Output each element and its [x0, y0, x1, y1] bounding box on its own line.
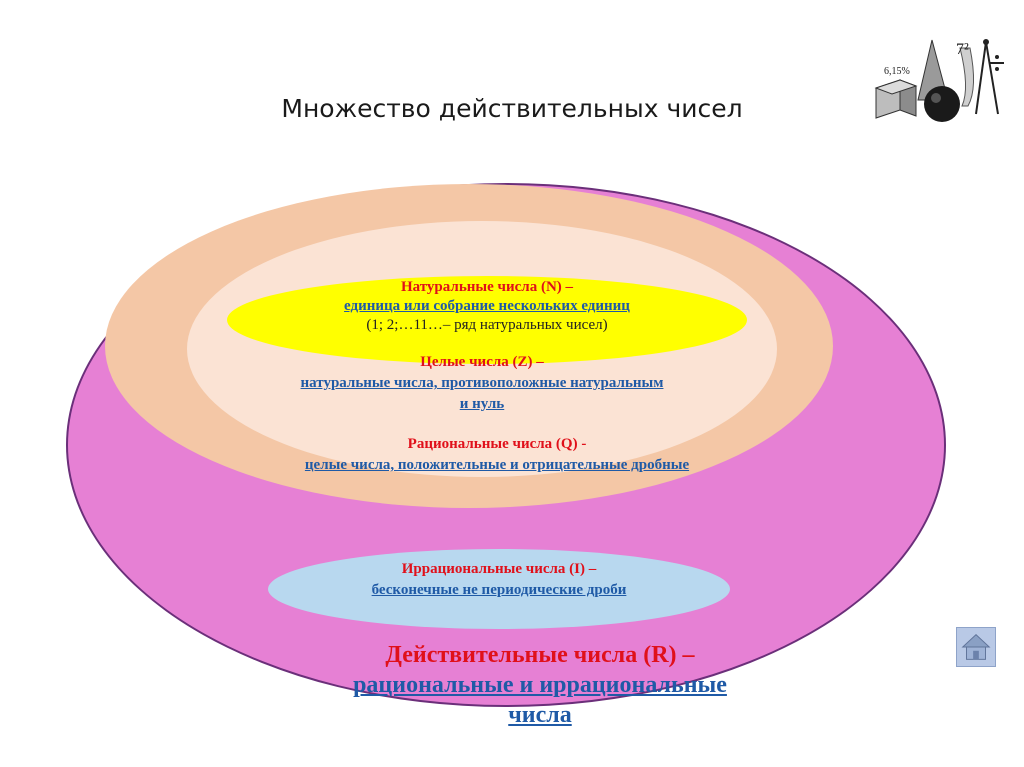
logo-percent-text: 6,15% — [884, 66, 910, 77]
real-definition-link-line1[interactable]: рациональные и иррациональные — [353, 672, 727, 698]
rational-numbers-label: Рациональные числа (Q) - целые числа, по… — [187, 434, 807, 476]
home-icon — [961, 634, 991, 660]
math-shapes-logo: 7² 6,15% — [874, 39, 1004, 122]
irrational-numbers-label: Иррациональные числа (I) – бесконечные н… — [268, 559, 730, 601]
natural-heading: Натуральные числа (N) – — [400, 279, 574, 295]
integer-definition-link-line2[interactable]: и нуль — [459, 396, 505, 412]
irrational-definition-link[interactable]: бесконечные не периодические дроби — [371, 582, 627, 598]
integer-numbers-label: Целые числа (Z) – натуральные числа, про… — [187, 352, 777, 415]
irrational-numbers-ellipse — [268, 549, 730, 629]
integer-definition-link-line1[interactable]: натуральные числа, противоположные натур… — [300, 375, 664, 391]
real-definition-link-line2[interactable]: числа — [508, 702, 572, 728]
real-numbers-label: Действительные числа (R) – рациональные … — [260, 640, 820, 730]
rational-heading: Рациональные числа (Q) - — [407, 436, 587, 452]
real-heading: Действительные числа (R) – — [385, 642, 695, 668]
natural-definition-link[interactable]: единица или собрание нескольких единиц — [344, 298, 630, 314]
rational-definition-link[interactable]: целые числа, положительные и отрицательн… — [304, 457, 690, 473]
natural-example: (1; 2;…11…– ряд натуральных чисел) — [366, 317, 608, 333]
natural-numbers-ellipse — [227, 276, 747, 364]
logo-power-text: 7² — [956, 41, 969, 58]
slide-title: Множество действительных чисел — [281, 94, 743, 123]
natural-numbers-label: Натуральные числа (N) – единица или собр… — [227, 278, 747, 335]
integer-heading: Целые числа (Z) – — [420, 354, 544, 370]
irrational-heading: Иррациональные числа (I) – — [401, 561, 597, 577]
home-button[interactable] — [956, 627, 996, 667]
